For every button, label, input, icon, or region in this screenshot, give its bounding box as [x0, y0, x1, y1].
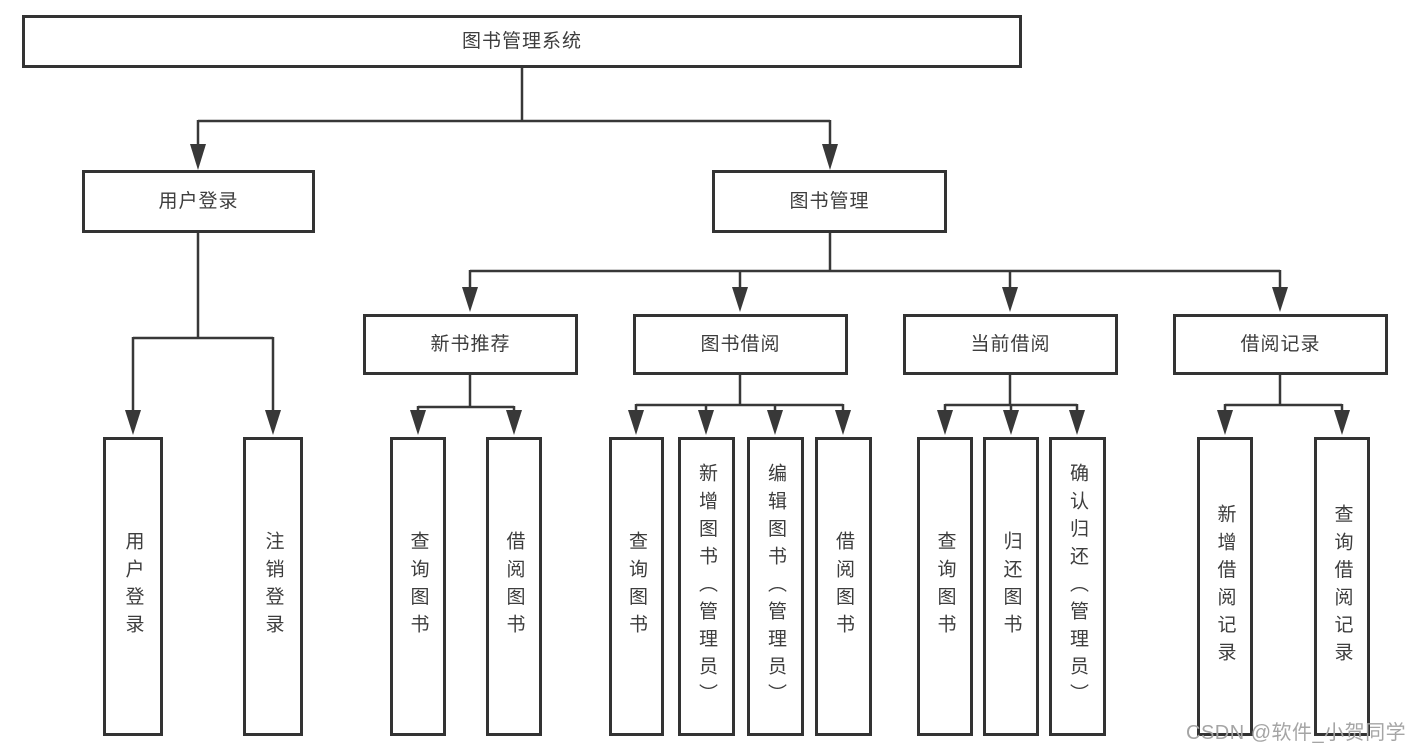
leaf-query-borrow-record: 查询借阅记录 [1314, 437, 1370, 736]
leaf-add-books-admin: 新增图书（管理员） [678, 437, 735, 736]
node-borrowing-records: 借阅记录 [1173, 314, 1388, 375]
node-user-login: 用户登录 [82, 170, 315, 233]
leaf-recommend-query-books: 查询图书 [390, 437, 446, 736]
leaf-logout: 注销登录 [243, 437, 303, 736]
leaf-recommend-borrow-books: 借阅图书 [486, 437, 542, 736]
leaf-user-login: 用户登录 [103, 437, 163, 736]
node-current-borrowing: 当前借阅 [903, 314, 1118, 375]
node-root-system: 图书管理系统 [22, 15, 1022, 68]
leaf-return-books: 归还图书 [983, 437, 1039, 736]
node-book-management: 图书管理 [712, 170, 947, 233]
leaf-confirm-return-admin: 确认归还（管理员） [1049, 437, 1106, 736]
arrowheads [125, 144, 1350, 435]
node-new-book-recommend: 新书推荐 [363, 314, 578, 375]
csdn-watermark: CSDN @软件_小贺同学 [1186, 722, 1405, 744]
leaf-edit-books-admin: 编辑图书（管理员） [747, 437, 804, 736]
leaf-add-borrow-record: 新增借阅记录 [1197, 437, 1253, 736]
leaf-borrow-books: 借阅图书 [815, 437, 872, 736]
leaf-current-query-books: 查询图书 [917, 437, 973, 736]
leaf-borrowing-query-books: 查询图书 [609, 437, 664, 736]
node-book-borrowing: 图书借阅 [633, 314, 848, 375]
